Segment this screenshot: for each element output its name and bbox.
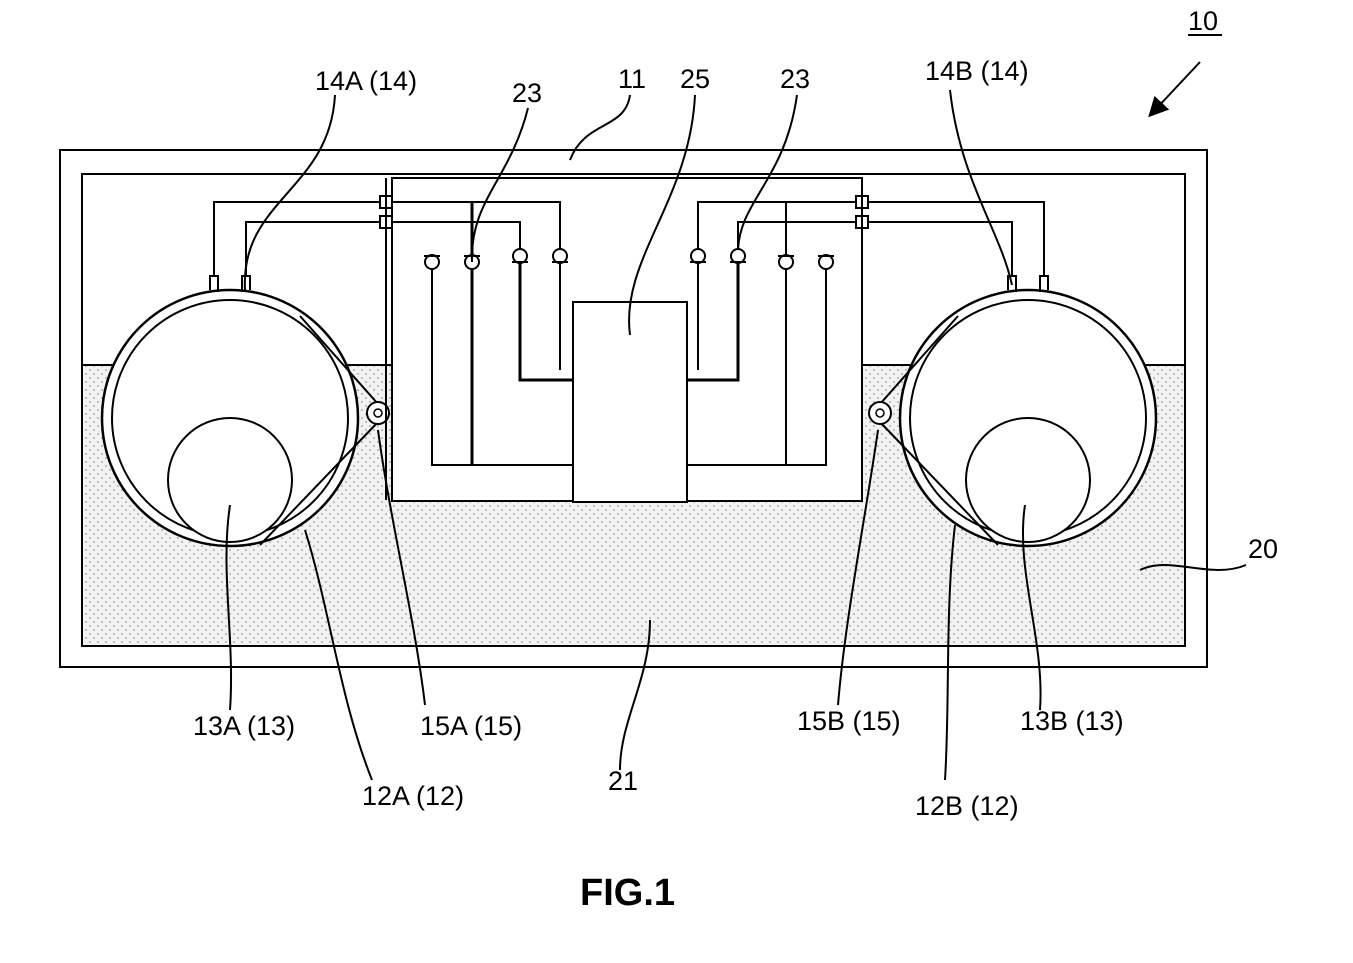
label-11: 11: [618, 64, 646, 94]
label-13b: 13B (13): [1020, 706, 1124, 736]
label-15a: 15A (15): [420, 711, 522, 741]
label-23-right: 23: [780, 64, 810, 94]
label-12a: 12A (12): [362, 781, 464, 811]
drum-12b: [900, 276, 1156, 546]
label-14b: 14B (14): [925, 56, 1029, 86]
label-14a: 14A (14): [315, 66, 417, 96]
label-13a: 13A (13): [193, 711, 295, 741]
label-15b: 15B (15): [797, 706, 901, 736]
label-25: 25: [680, 64, 710, 94]
figure-caption: FIG.1: [580, 872, 675, 914]
label-23-left: 23: [512, 78, 542, 108]
label-20: 20: [1248, 534, 1278, 564]
label-12b: 12B (12): [915, 791, 1019, 821]
label-ref-10: 10: [1188, 6, 1218, 36]
label-21: 21: [608, 766, 638, 796]
